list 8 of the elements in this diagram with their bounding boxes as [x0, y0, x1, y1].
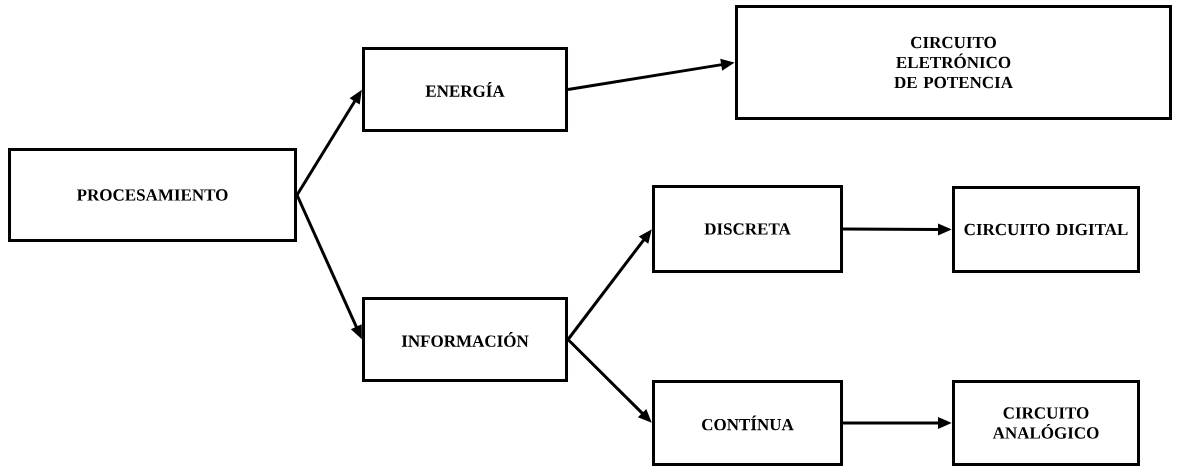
process-box: CIRCUITO ANALÓGICO	[952, 380, 1140, 466]
process-box: ENERGÍA	[362, 47, 568, 132]
process-box: CIRCUITO ELETRÓNICO DE POTENCIA	[735, 5, 1172, 120]
process-box: DISCRETA	[652, 185, 843, 273]
process-box: PROCESAMIENTO	[8, 148, 297, 242]
process-box: CIRCUITO DIGITAL	[952, 186, 1140, 273]
process-box: INFORMACIÓN	[362, 297, 568, 382]
process-box: CONTÍNUA	[652, 380, 843, 466]
